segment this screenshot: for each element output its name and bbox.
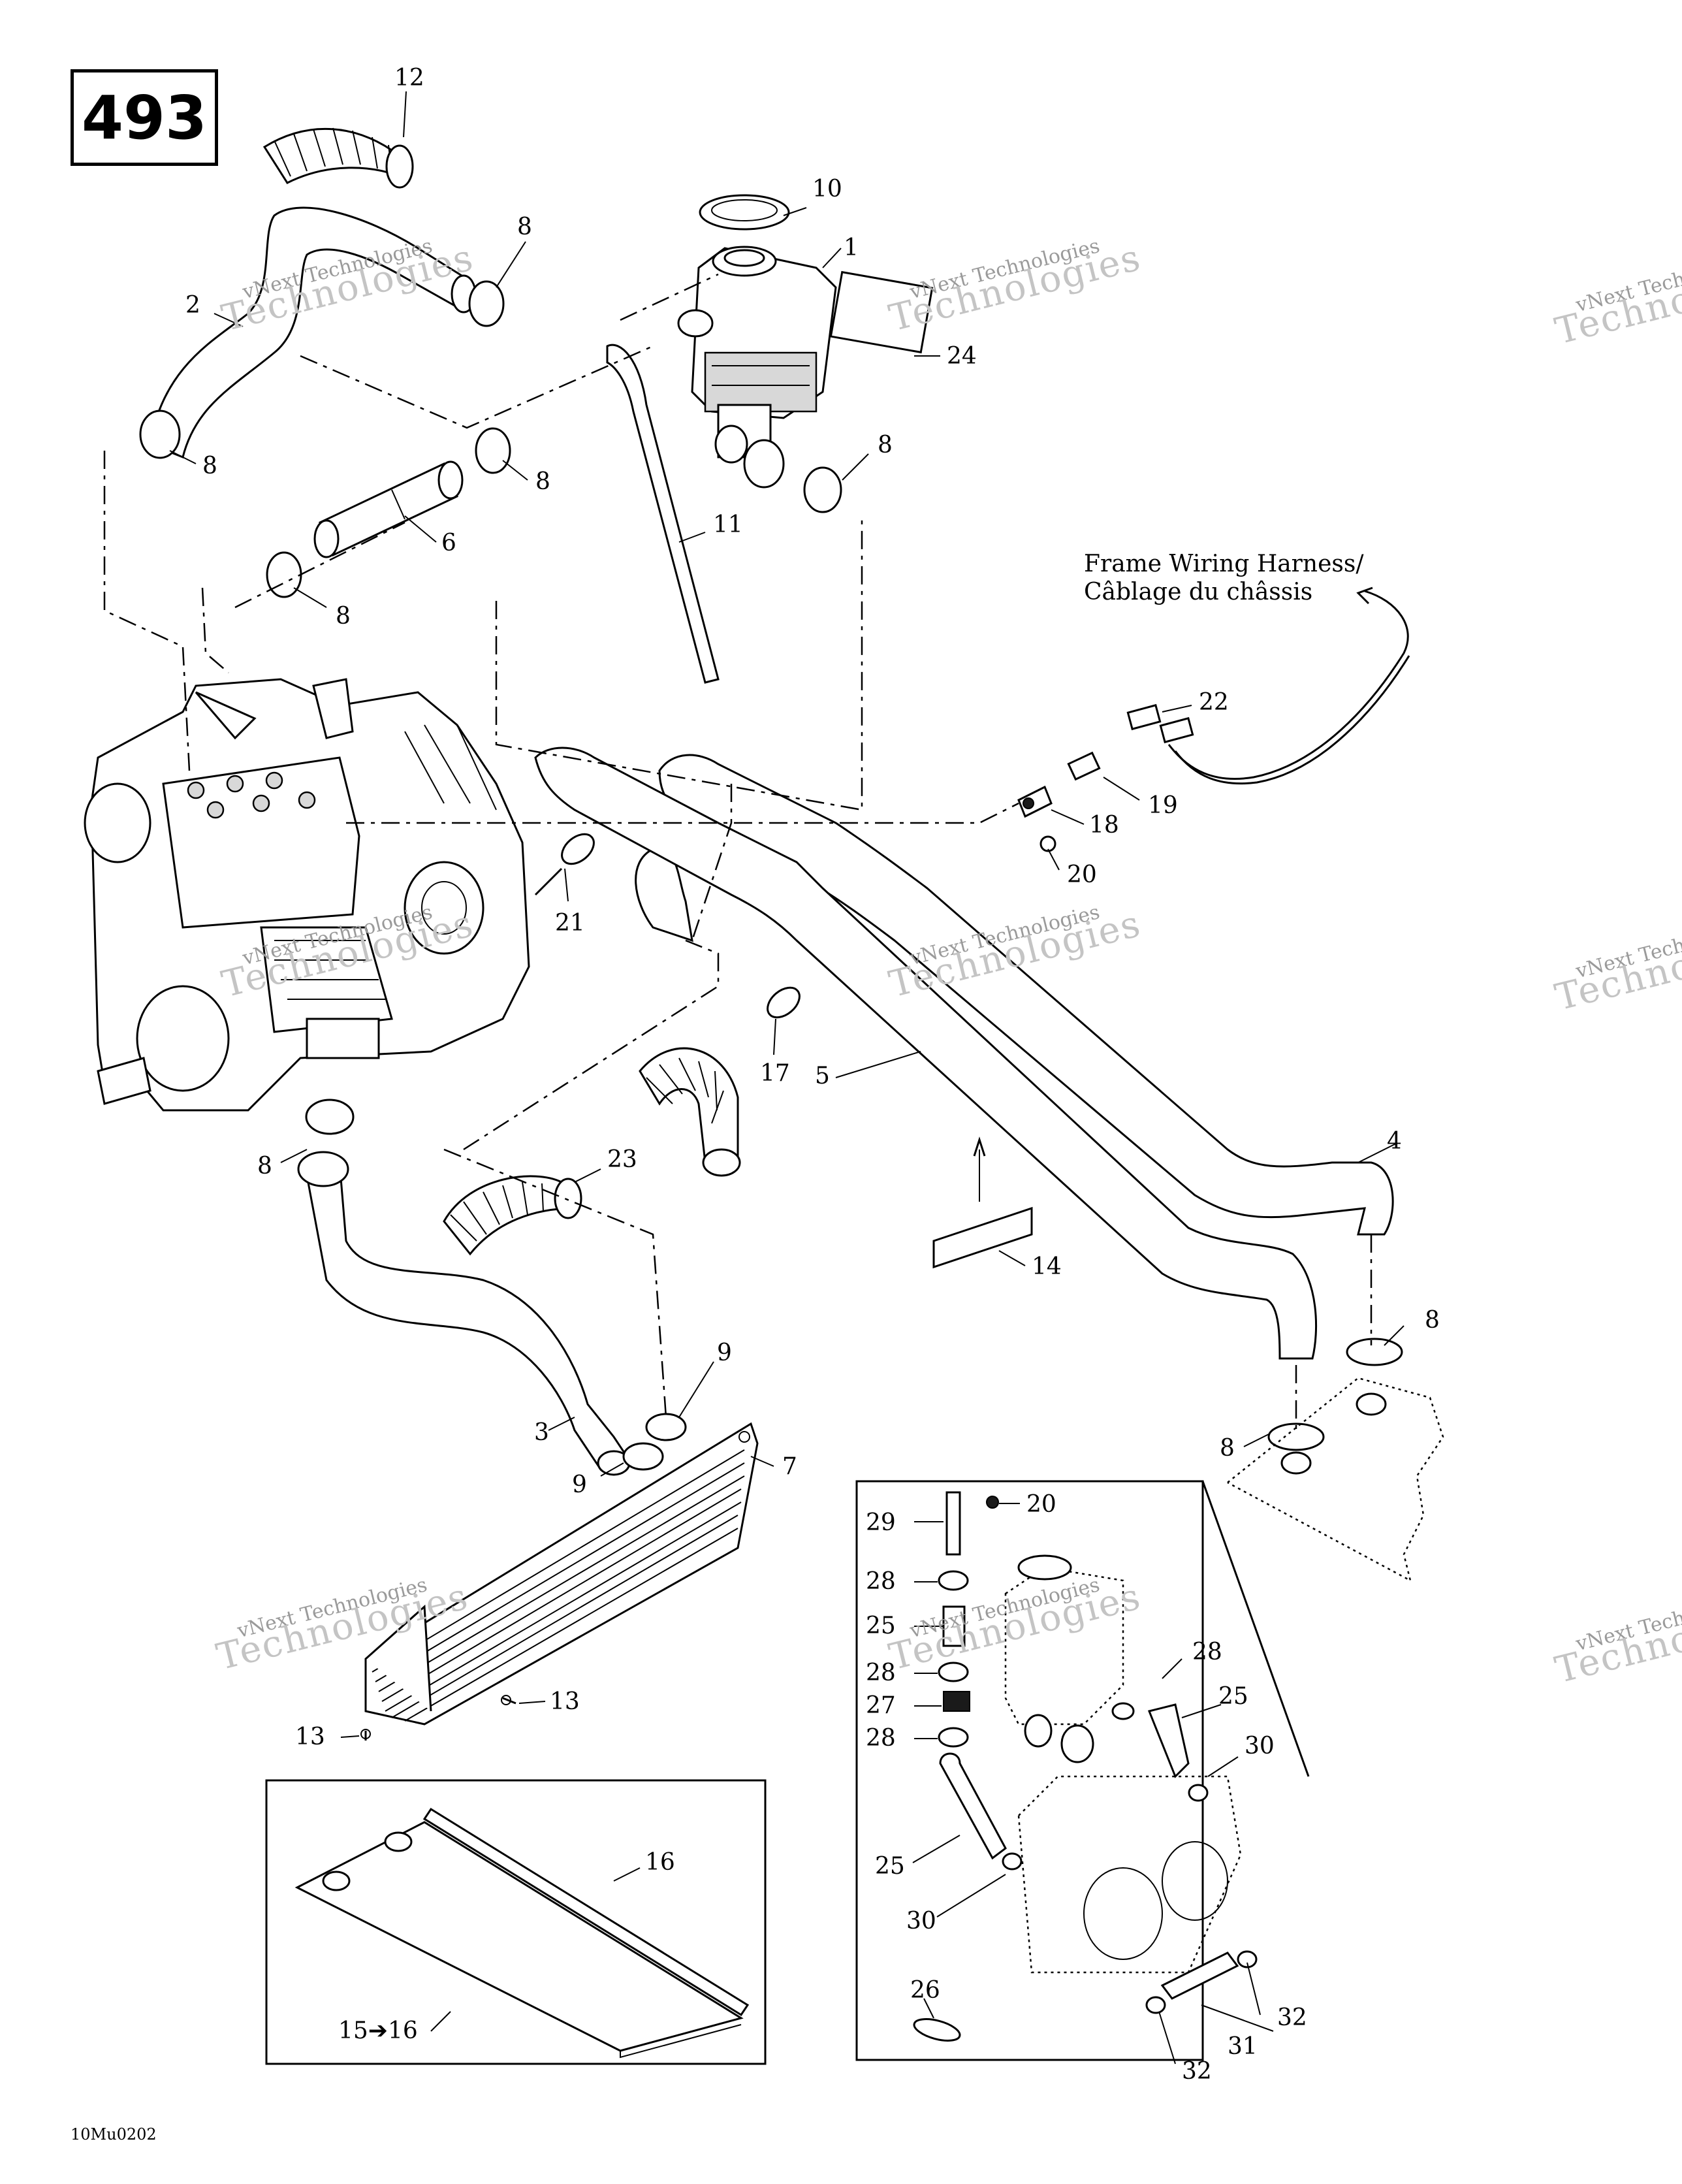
callout-32: 32 bbox=[1182, 2058, 1212, 2085]
callout-3: 3 bbox=[534, 1419, 549, 1446]
clamps-8-upper bbox=[139, 280, 511, 598]
cable-tie-17 bbox=[767, 986, 801, 1019]
callout-25: 25 bbox=[866, 1613, 896, 1639]
sensor-18 bbox=[1017, 785, 1053, 818]
inset-fittings bbox=[938, 1491, 1007, 1860]
callout-30: 30 bbox=[906, 1908, 936, 1935]
leader-lines bbox=[169, 91, 1404, 2064]
callout-16: 16 bbox=[645, 1849, 675, 1876]
callout-19: 19 bbox=[1148, 792, 1178, 819]
radiator-cover-15 bbox=[294, 1821, 744, 2059]
clamps-8-lower-right bbox=[1267, 1338, 1403, 1475]
callout-1: 1 bbox=[844, 234, 859, 261]
callout-21: 21 bbox=[555, 910, 585, 937]
callout-20: 20 bbox=[1026, 1491, 1056, 1518]
callout-23: 23 bbox=[607, 1146, 637, 1173]
callout-8: 8 bbox=[1220, 1435, 1235, 1462]
inset-carburetor bbox=[1002, 1775, 1258, 2014]
callout-7: 7 bbox=[782, 1453, 797, 1480]
callout-32: 32 bbox=[1277, 2004, 1307, 2031]
callout-25: 25 bbox=[1218, 1683, 1248, 1710]
pad-14 bbox=[932, 1206, 1033, 1269]
callout-8: 8 bbox=[535, 468, 550, 495]
callout-8: 8 bbox=[1425, 1307, 1440, 1334]
connector-19 bbox=[1067, 751, 1101, 781]
callout-13: 13 bbox=[550, 1688, 580, 1715]
clamp-8-reservoir bbox=[803, 466, 842, 513]
page-number: 493 bbox=[81, 82, 208, 153]
callout-27: 27 bbox=[866, 1692, 896, 1719]
corrugated-hose-23 bbox=[443, 1047, 741, 1256]
callout-29: 29 bbox=[866, 1509, 896, 1536]
seal-strip-16 bbox=[422, 1807, 750, 2017]
callout-10: 10 bbox=[812, 176, 842, 202]
callout-8: 8 bbox=[517, 214, 532, 240]
callout-9: 9 bbox=[572, 1471, 587, 1498]
callout-22: 22 bbox=[1199, 689, 1229, 716]
cable-tie-26 bbox=[913, 2018, 961, 2042]
harness-label-line2: Câblage du châssis bbox=[1084, 579, 1313, 606]
callout-31: 31 bbox=[1228, 2033, 1258, 2060]
callout-28: 28 bbox=[866, 1568, 896, 1595]
long-hose-5 bbox=[534, 747, 1318, 1360]
callout-6: 6 bbox=[441, 530, 456, 556]
upper-hose-2 bbox=[149, 206, 477, 459]
frame-outline bbox=[1227, 1377, 1444, 1582]
coolant-reservoir-1 bbox=[677, 246, 837, 489]
harness-label-line1: Frame Wiring Harness/ bbox=[1084, 551, 1364, 577]
callout-13: 13 bbox=[295, 1724, 325, 1750]
callout-20: 20 bbox=[1067, 861, 1097, 888]
callout-4: 4 bbox=[1387, 1128, 1402, 1155]
assembly-lines bbox=[103, 273, 1373, 1430]
callout-14: 14 bbox=[1032, 1253, 1062, 1280]
callout-28: 28 bbox=[866, 1725, 896, 1752]
long-hose-4 bbox=[658, 754, 1394, 1236]
inset-reservoir bbox=[1004, 1554, 1190, 1778]
callout-30: 30 bbox=[1245, 1733, 1275, 1759]
callout-2: 2 bbox=[185, 292, 200, 319]
callout-28: 28 bbox=[1192, 1639, 1222, 1665]
clamp-9b bbox=[622, 1442, 664, 1471]
callout-24: 24 bbox=[947, 343, 977, 370]
page-number-box: 493 bbox=[71, 69, 218, 166]
callout-15-16: 15➔16 bbox=[338, 2017, 418, 2044]
callout-26: 26 bbox=[910, 1977, 940, 2004]
lower-hose-3 bbox=[297, 1099, 631, 1476]
engine-block bbox=[84, 678, 530, 1112]
frame-wiring-harness-label: Frame Wiring Harness/ Câblage du châssis bbox=[1084, 550, 1363, 606]
callout-11: 11 bbox=[713, 511, 743, 538]
overflow-hose-11 bbox=[606, 344, 720, 684]
callout-9: 9 bbox=[717, 1340, 732, 1366]
decal-24 bbox=[829, 270, 934, 354]
callout-25: 25 bbox=[875, 1853, 905, 1880]
callout-8: 8 bbox=[257, 1153, 272, 1180]
callout-12: 12 bbox=[394, 65, 424, 91]
callout-5: 5 bbox=[815, 1063, 830, 1089]
callout-8: 8 bbox=[878, 432, 893, 458]
cap-10 bbox=[699, 194, 790, 231]
inset-box-detail bbox=[855, 1480, 1204, 2061]
radiator-7 bbox=[364, 1422, 759, 1726]
drawing-code: 10Mu0202 bbox=[71, 2125, 157, 2144]
wiring-harness-22 bbox=[1126, 586, 1410, 785]
callout-8: 8 bbox=[336, 603, 351, 630]
washer-20 bbox=[1039, 835, 1056, 852]
callout-8: 8 bbox=[202, 453, 217, 479]
callout-28: 28 bbox=[866, 1660, 896, 1686]
corrugated-hose-12 bbox=[262, 127, 414, 189]
screws-13 bbox=[360, 1695, 516, 1741]
callout-18: 18 bbox=[1089, 812, 1119, 839]
callout-17: 17 bbox=[760, 1060, 790, 1087]
cable-tie-21 bbox=[534, 833, 595, 896]
clamp-9a bbox=[645, 1413, 687, 1441]
short-hose-6 bbox=[313, 460, 464, 558]
inset-box-radiator-cover bbox=[265, 1779, 767, 2065]
